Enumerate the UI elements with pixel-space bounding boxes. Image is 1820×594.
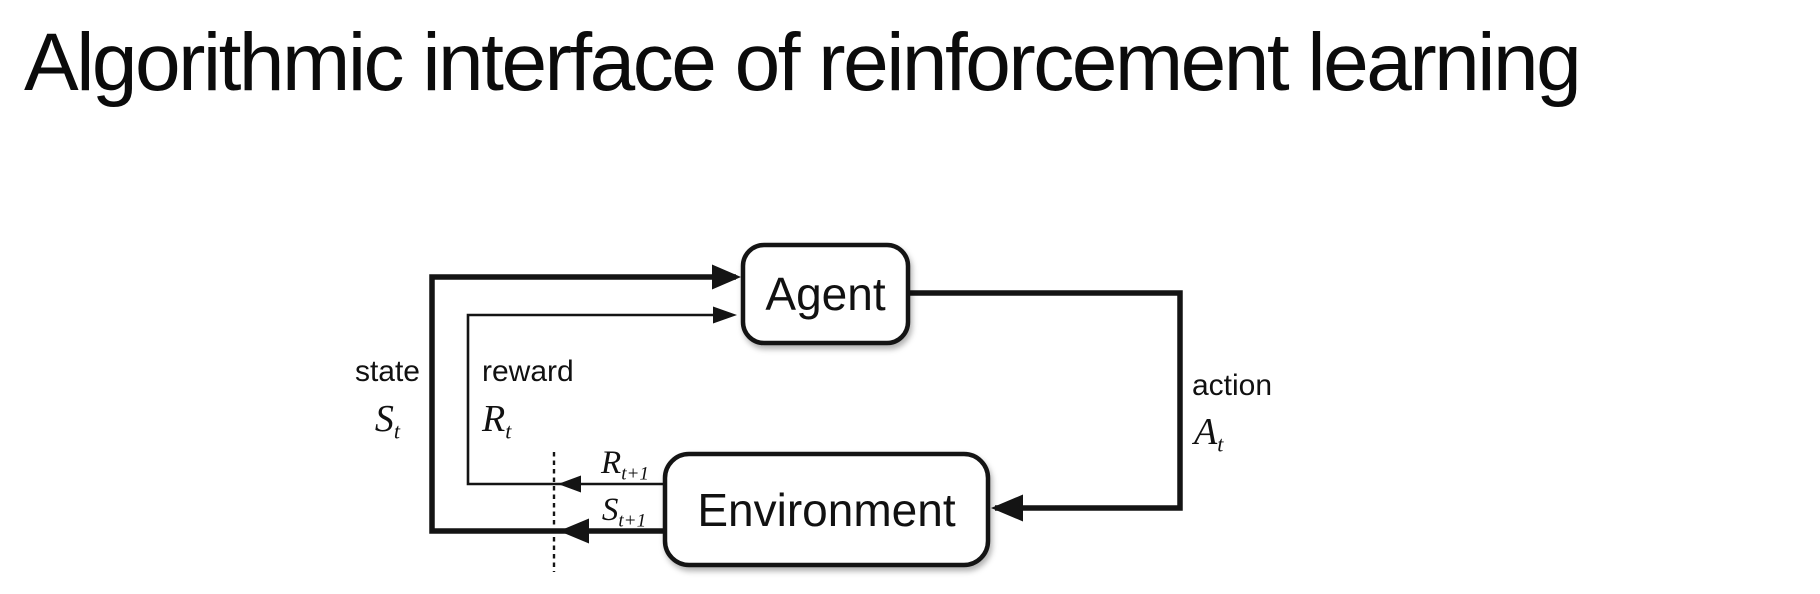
page-title: Algorithmic interface of reinforcement l… (24, 17, 1582, 108)
agent-node-label: Agent (765, 268, 886, 320)
next-reward-symbol-label: Rt+1 (570, 447, 680, 484)
next-state-symbol-label: St+1 (570, 494, 678, 531)
next-state-symbol-main: S (601, 492, 619, 528)
reward-symbol-main: R (482, 398, 506, 440)
state-symbol-main: S (374, 398, 394, 440)
action-word-label: action (1192, 369, 1273, 402)
state-loop-line (429, 274, 736, 534)
action-symbol-subscript: t (1217, 431, 1224, 457)
action-symbol-label: At (1194, 413, 1223, 456)
reward-word-label: reward (482, 355, 574, 388)
state-symbol-label: St (300, 400, 400, 443)
state-word-label: state (354, 355, 420, 388)
next-reward-symbol-subscript: t+1 (621, 463, 649, 485)
reward-symbol-label: Rt (482, 400, 511, 443)
reward-symbol-subscript: t (505, 418, 512, 444)
next-reward-symbol-main: R (601, 445, 622, 481)
next-state-symbol-subscript: t+1 (618, 510, 647, 532)
agent-node-box (740, 242, 911, 346)
action-into-environment-arrowhead-icon (991, 494, 1023, 522)
environment-node-label: Environment (697, 483, 956, 536)
environment-node-box (662, 451, 991, 568)
state-symbol-subscript: t (393, 418, 400, 444)
action-symbol-main: A (1194, 411, 1218, 453)
next-state-boundary-arrowhead-icon (559, 518, 589, 544)
next-reward-boundary-arrowhead-icon (558, 475, 581, 493)
state-into-agent-arrowhead-icon (712, 264, 741, 290)
reward-into-agent-arrowhead-icon (713, 306, 737, 324)
action-loop-line (908, 290, 1183, 511)
